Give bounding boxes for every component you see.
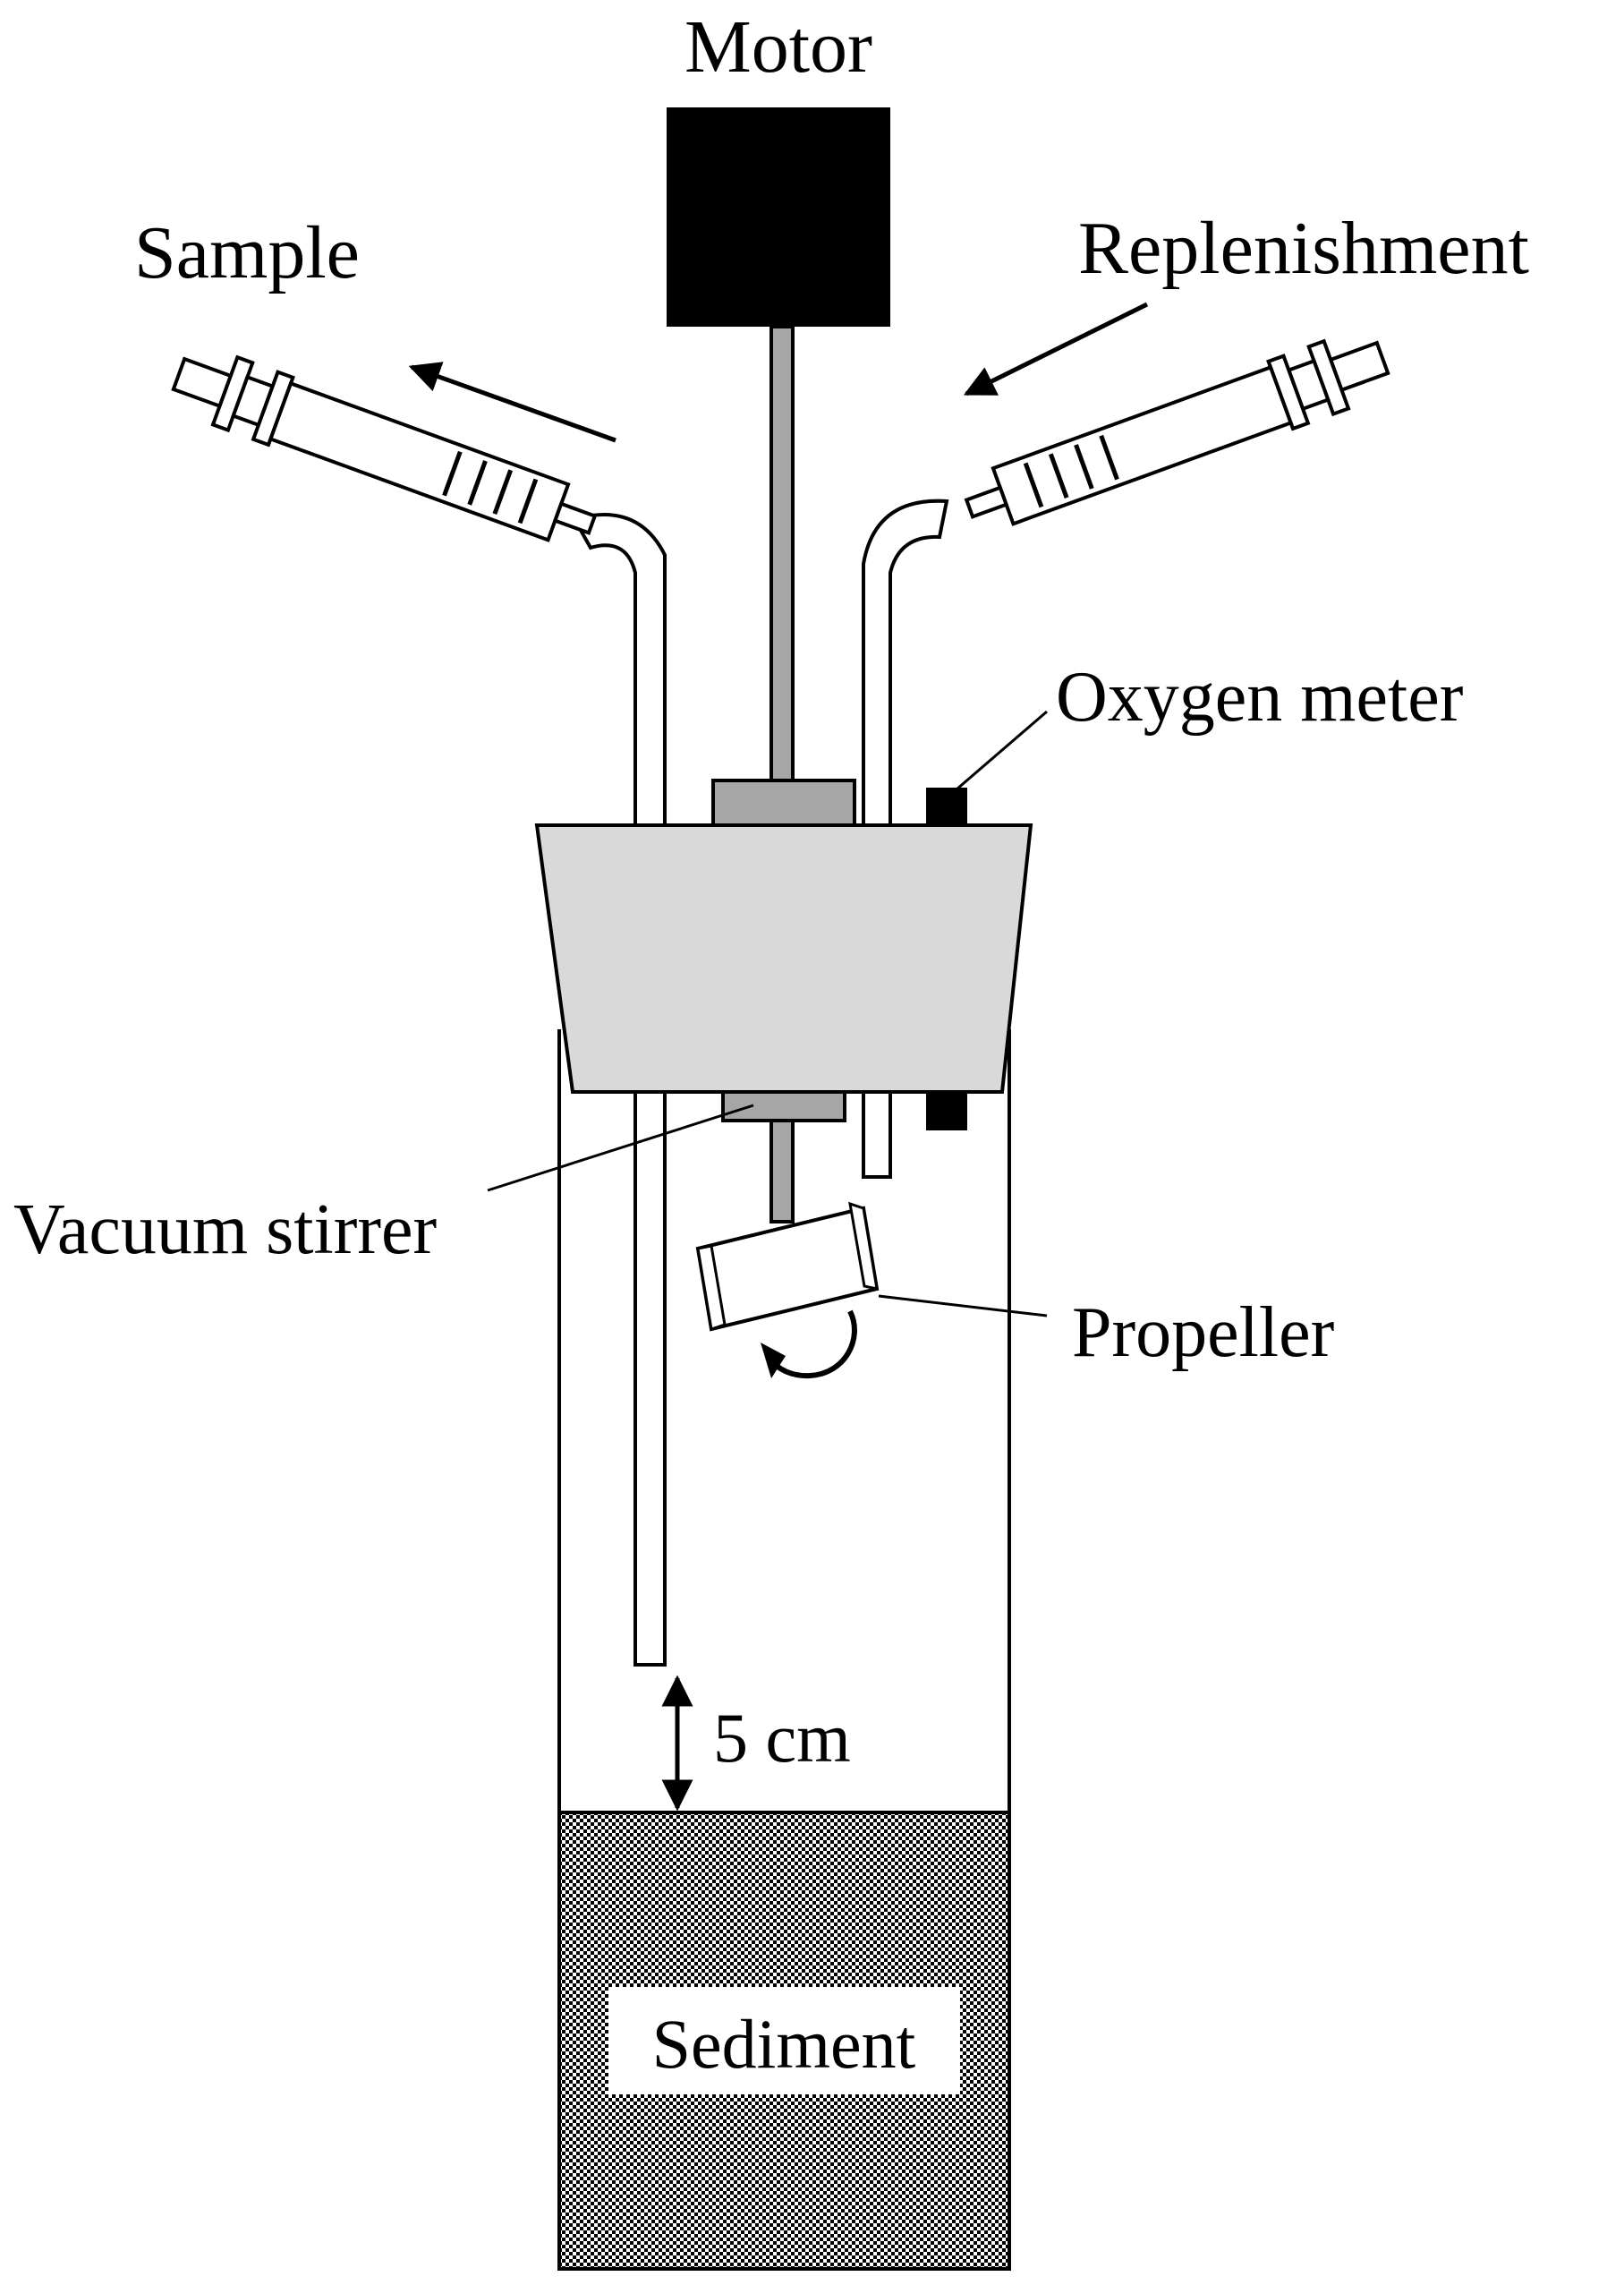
replenishment-syringe <box>964 338 1390 526</box>
propeller-label: Propeller <box>1072 1293 1334 1372</box>
vacuum-stirrer-leader <box>487 1104 754 1192</box>
oxygen-meter-leader <box>949 710 1048 797</box>
propeller-leader <box>878 1294 1048 1317</box>
motor-label: Motor <box>684 5 872 89</box>
motor <box>667 107 890 327</box>
upper-bearing <box>711 779 856 827</box>
vacuum-stirrer-label: Vacuum stirrer <box>13 1190 437 1269</box>
stopper <box>534 823 1033 1094</box>
propeller <box>695 1201 880 1332</box>
sediment-label: Sediment <box>652 2005 916 2083</box>
oxygen-meter-label: Oxygen meter <box>1056 658 1463 737</box>
sample-tube <box>572 513 667 1667</box>
sample-arrow <box>408 362 616 443</box>
sample-label: Sample <box>134 211 360 294</box>
sample-syringe <box>171 354 598 542</box>
rotation-arrow-icon <box>761 1309 857 1379</box>
distance-label: 5 cm <box>713 1699 851 1777</box>
sediment-label-box <box>608 1987 960 2094</box>
replenishment-label: Replenishment <box>1078 207 1529 290</box>
oxygen-meter-probe-bottom <box>926 1090 967 1130</box>
vacuum-stirrer <box>721 1090 846 1122</box>
replenishment-arrow <box>963 302 1149 396</box>
